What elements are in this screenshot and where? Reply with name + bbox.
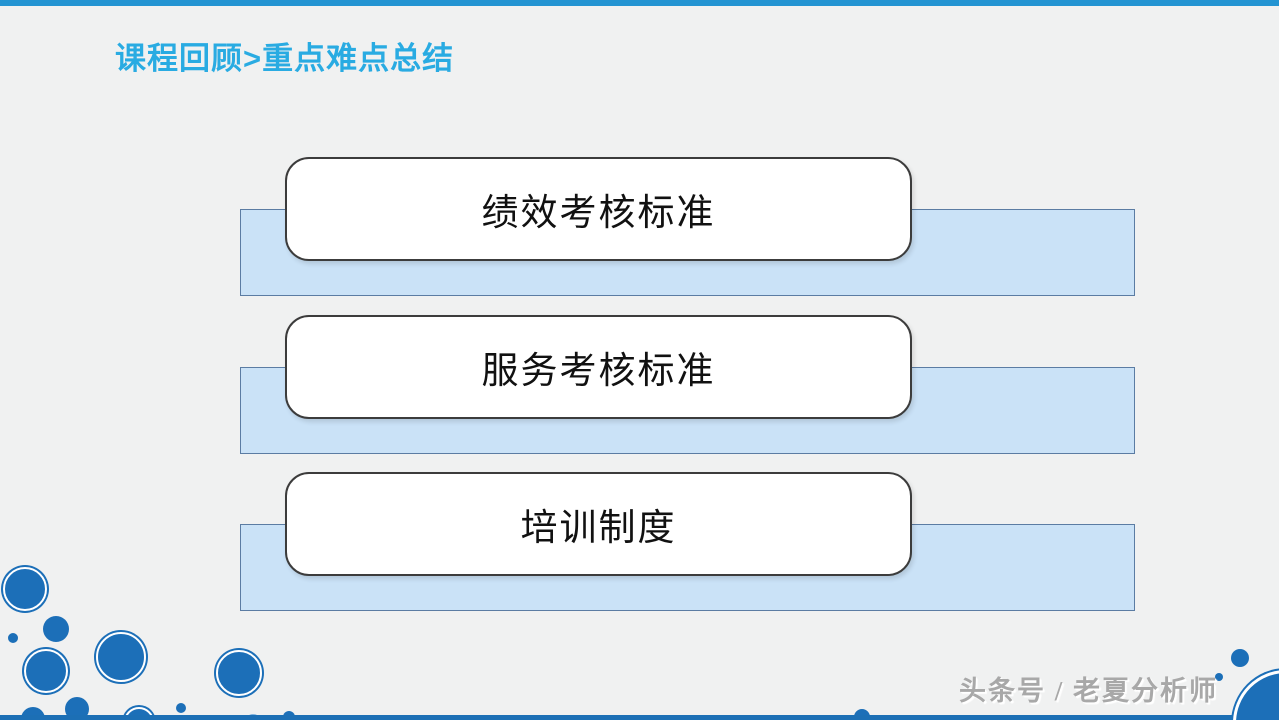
bottom-accent-bar	[0, 715, 1279, 720]
decor-circle	[216, 650, 262, 696]
topic-card-label: 培训制度	[520, 507, 677, 548]
decor-circle	[3, 567, 47, 611]
topic-card-label: 绩效考核标准	[481, 192, 716, 233]
decor-circle	[176, 703, 186, 713]
decor-circle	[1231, 649, 1249, 667]
decor-circle	[854, 709, 870, 720]
page-title: 课程回顾>重点难点总结	[115, 41, 455, 76]
decor-circle	[1215, 673, 1223, 681]
topic-card: 绩效考核标准	[285, 157, 912, 261]
decor-circle	[1233, 670, 1279, 720]
top-accent-bar	[0, 0, 1279, 6]
topic-card-label: 服务考核标准	[481, 350, 716, 391]
topic-card: 培训制度	[285, 472, 912, 576]
decor-circle	[65, 697, 89, 720]
decor-circle	[24, 649, 68, 693]
decor-circle	[8, 633, 18, 643]
topic-card: 服务考核标准	[285, 315, 912, 419]
watermark-text: 头条号 / 老夏分析师	[958, 676, 1218, 706]
decor-circle	[43, 616, 69, 642]
decor-circle	[96, 632, 146, 682]
